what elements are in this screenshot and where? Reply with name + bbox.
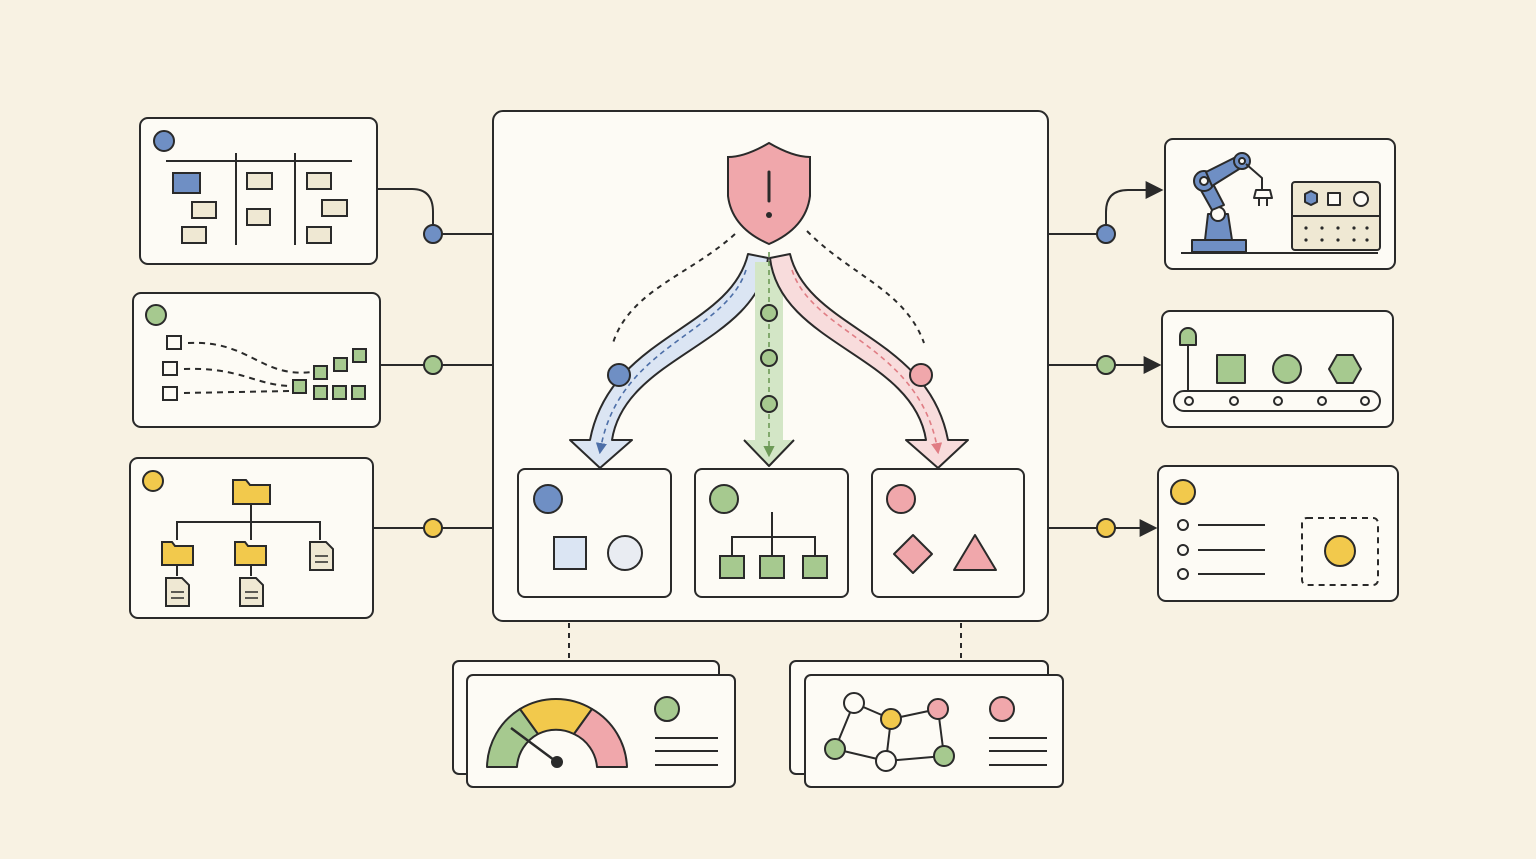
connector-node-green [423, 355, 443, 375]
checklist-accent-dot [1170, 479, 1196, 505]
shapes-accent-dot [533, 484, 563, 514]
conveyor-belt-icon [1173, 327, 1381, 412]
data-routing-panel [132, 292, 381, 428]
flow-arrow-pink [769, 253, 969, 469]
connector-node-yellow [423, 518, 443, 538]
hierarchy-accent-dot [709, 484, 739, 514]
robot-arm-panel [1164, 138, 1396, 270]
gauge-accent-dot [654, 696, 680, 722]
flow-arrow-green [743, 252, 795, 467]
flow-arrow-blue [569, 253, 769, 469]
branch-card-geometry [871, 468, 1025, 598]
routing-accent-dot [145, 304, 167, 326]
file-tree-panel [129, 457, 374, 619]
file-tree-accent-dot [142, 470, 164, 492]
shield-alert-icon [727, 141, 811, 246]
branch-card-hierarchy [694, 468, 849, 598]
conveyor-panel [1161, 310, 1394, 428]
network-graph-icon [824, 692, 955, 772]
gauge-icon [486, 698, 628, 768]
kanban-accent-dot [153, 130, 175, 152]
connector-node-green [1096, 355, 1116, 375]
connector-node-yellow [1096, 518, 1116, 538]
bottom-connectors [568, 623, 962, 660]
folder-tree-icon [161, 479, 334, 607]
data-flow-icon [162, 335, 367, 401]
network-card [789, 660, 1064, 788]
kanban-board-icon [166, 153, 352, 245]
checklist-panel [1157, 465, 1399, 602]
connector-node-blue [1096, 224, 1116, 244]
gauge-card [452, 660, 736, 788]
geometry-accent-dot [886, 484, 916, 514]
robot-arm-icon [1181, 152, 1381, 254]
checklist-icon [1177, 517, 1379, 586]
connector-node-blue [423, 224, 443, 244]
shapes-icon [553, 535, 643, 571]
kanban-board-panel [139, 117, 378, 265]
network-accent-dot [989, 696, 1015, 722]
branch-card-shapes [517, 468, 672, 598]
central-process-panel [492, 110, 1049, 622]
hierarchy-icon [719, 512, 828, 579]
geometry-icon [893, 534, 997, 574]
